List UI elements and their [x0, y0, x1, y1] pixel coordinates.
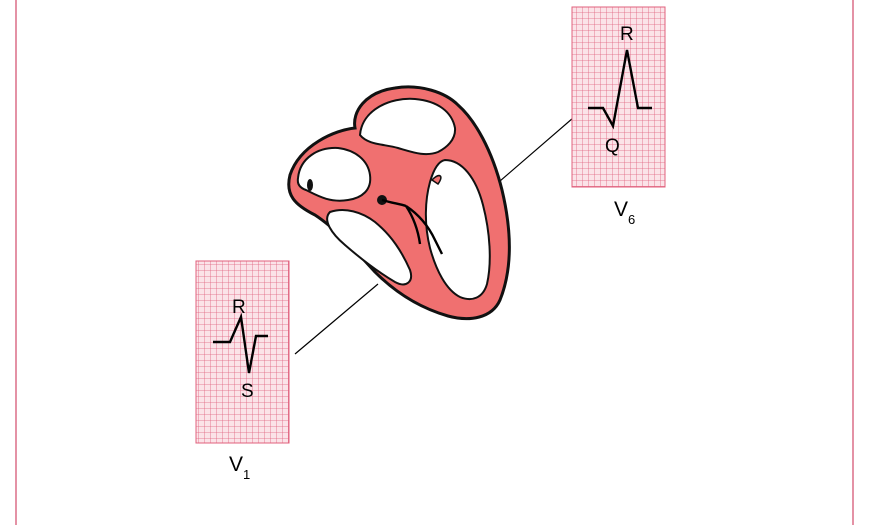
tricuspid-orifice — [307, 179, 313, 191]
v1-r-label: R — [232, 297, 246, 318]
v1-lead-label: V1 — [229, 453, 250, 482]
v6-lead-letter: V — [614, 198, 628, 221]
v6-lead-label: V6 — [614, 198, 635, 227]
v6-lead-number: 6 — [628, 212, 635, 227]
ecg-paper-v1 — [196, 261, 289, 443]
lead-v1-strip: R S V1 — [196, 261, 289, 482]
heart-diagram — [289, 87, 510, 319]
v1-lead-letter: V — [229, 453, 243, 476]
v1-s-label: S — [241, 381, 254, 402]
v6-q-label: Q — [605, 136, 620, 157]
lead-v6-strip: R Q V6 — [572, 7, 665, 227]
v6-r-label: R — [620, 24, 634, 45]
v1-lead-number: 1 — [243, 467, 250, 482]
lead-axis-line-lower — [295, 284, 378, 354]
